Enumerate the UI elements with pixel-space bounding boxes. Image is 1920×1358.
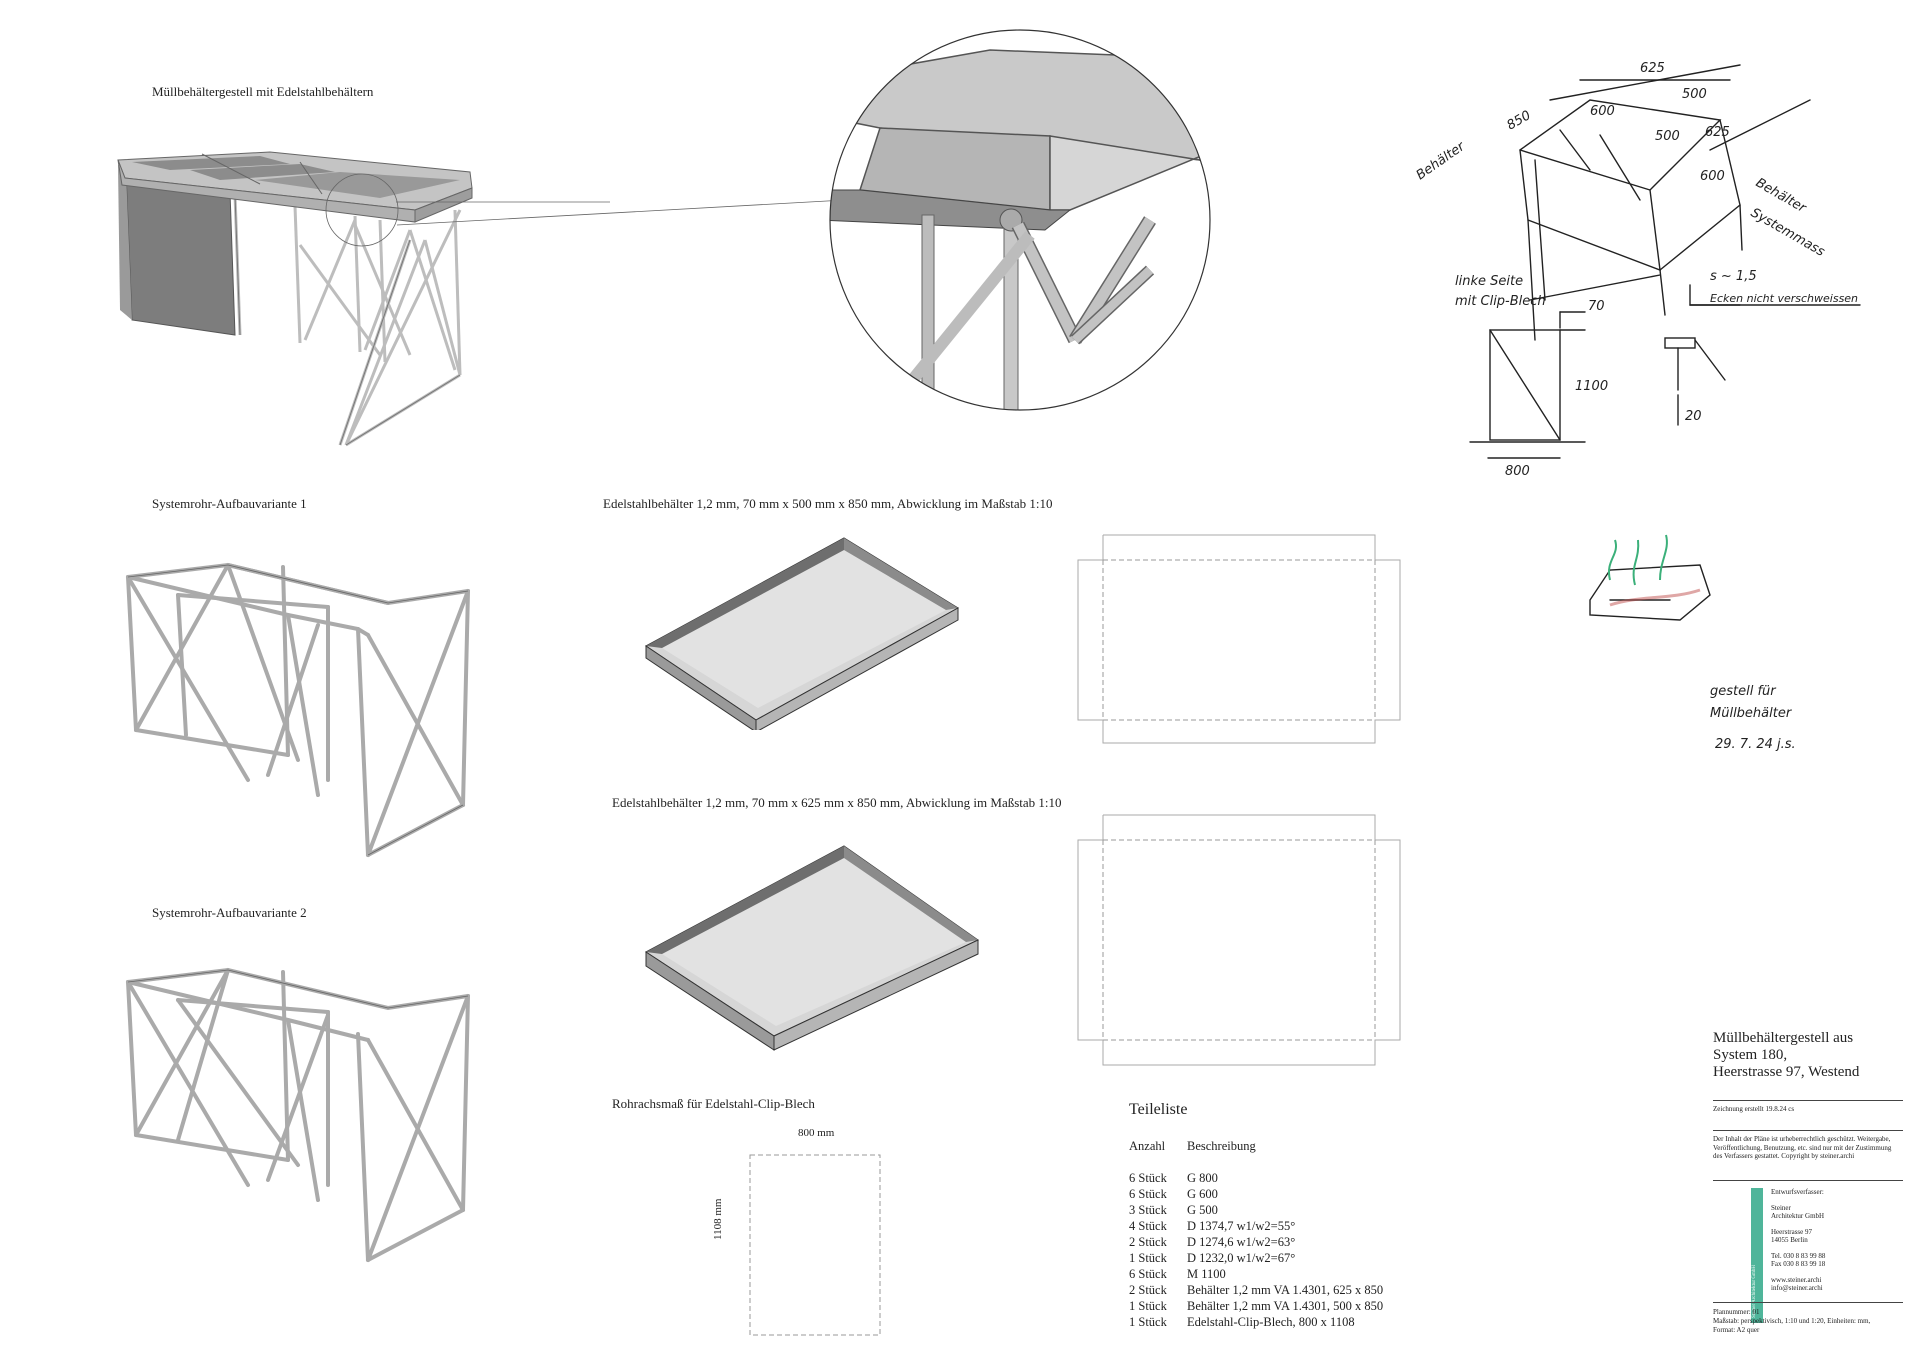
sketch-dim: 800	[1505, 464, 1530, 479]
address-line-1: Heerstrasse 97	[1771, 1228, 1813, 1236]
parts-row: 1 Stück Edelstahl-Clip-Blech, 800 x 1108	[1129, 1314, 1383, 1330]
sketch-dim: 600	[1590, 104, 1615, 119]
parts-qty: 2 Stück	[1129, 1235, 1167, 1249]
sketch-dim: 20	[1685, 409, 1702, 424]
parts-header: Anzahl Beschreibung	[1129, 1138, 1383, 1154]
title-divider	[1713, 1302, 1903, 1303]
title-line-2: System 180,	[1713, 1047, 1788, 1063]
parts-row: 2 Stück Behälter 1,2 mm VA 1.4301, 625 x …	[1129, 1282, 1383, 1298]
sketch-note: Systemmass	[1748, 205, 1827, 259]
parts-row: 6 Stück G 600	[1129, 1186, 1383, 1202]
sketch-note: gestell für	[1710, 684, 1777, 699]
parts-qty: 6 Stück	[1129, 1267, 1167, 1281]
parts-row: 6 Stück M 1100	[1129, 1266, 1383, 1282]
scale-note: Maßstab: perspektivisch, 1:10 und 1:20, …	[1713, 1317, 1871, 1325]
copyright-note: Der Inhalt der Pläne ist urheberrechtlic…	[1713, 1135, 1892, 1160]
parts-row: 4 Stück D 1374,7 w1/w2=55°	[1129, 1218, 1383, 1234]
sketch-note: s ~ 1,5	[1710, 269, 1757, 284]
company-logo: Steiner Architektur GmbH	[1751, 1188, 1763, 1323]
title-block: Müllbehältergestell aus System 180, Heer…	[1713, 1030, 1903, 1350]
parts-row: 1 Stück Behälter 1,2 mm VA 1.4301, 500 x …	[1129, 1298, 1383, 1314]
parts-qty: 6 Stück	[1129, 1171, 1167, 1185]
caption-variant-1: Systemrohr-Aufbauvariante 1	[152, 496, 307, 511]
parts-row: 3 Stück G 500	[1129, 1202, 1383, 1218]
parts-qty: 2 Stück	[1129, 1283, 1167, 1297]
email: info@steiner.archi	[1771, 1284, 1823, 1292]
parts-desc: Behälter 1,2 mm VA 1.4301, 500 x 850	[1187, 1299, 1384, 1313]
main-render	[117, 151, 610, 447]
parts-qty: 3 Stück	[1129, 1203, 1167, 1217]
sketch-note: 29. 7. 24 j.s.	[1715, 737, 1796, 752]
company-name-1: Steiner	[1771, 1204, 1791, 1212]
address-line-2: 14055 Berlin	[1771, 1236, 1808, 1244]
fax: Fax 030 8 83 99 18	[1771, 1260, 1826, 1268]
parts-desc: G 500	[1187, 1203, 1218, 1217]
parts-desc: G 600	[1187, 1187, 1218, 1201]
parts-header-desc: Beschreibung	[1187, 1139, 1256, 1153]
sketch-note: Behälter	[1414, 138, 1469, 183]
sketch-note: mit Clip-Blech	[1455, 294, 1546, 309]
author-label: Entwurfsverfasser:	[1771, 1188, 1824, 1196]
parts-header-qty: Anzahl	[1129, 1139, 1166, 1153]
format-note: Format: A2 quer	[1713, 1326, 1760, 1334]
parts-desc: Edelstahl-Clip-Blech, 800 x 1108	[1187, 1315, 1355, 1329]
parts-desc: G 800	[1187, 1171, 1218, 1185]
phone: Tel. 030 8 83 99 88	[1771, 1252, 1826, 1260]
caption-tray-500: Edelstahlbehälter 1,2 mm, 70 mm x 500 mm…	[603, 496, 1053, 511]
parts-row: 6 Stück G 800	[1129, 1170, 1383, 1186]
company-name-2: Architektur GmbH	[1771, 1212, 1825, 1220]
sketch-dim: 1100	[1575, 379, 1608, 394]
sketch-dim: 625	[1640, 61, 1665, 76]
parts-qty: 6 Stück	[1129, 1187, 1167, 1201]
caption-variant-2: Systemrohr-Aufbauvariante 2	[152, 905, 307, 920]
sketch-note: Müllbehälter	[1710, 706, 1793, 721]
sketch-dim: 500	[1655, 129, 1680, 144]
title-line-3: Heerstrasse 97, Westend	[1713, 1064, 1860, 1080]
tray-500-render	[645, 537, 959, 730]
caption-clip: Rohrachsmaß für Edelstahl-Clip-Blech	[612, 1096, 815, 1111]
sketch-dim: 500	[1682, 87, 1707, 102]
clip-width-label: 800 mm	[798, 1127, 835, 1139]
parts-desc: D 1374,7 w1/w2=55°	[1187, 1219, 1296, 1233]
parts-qty: 1 Stück	[1129, 1251, 1167, 1265]
sketch-dim: 600	[1700, 169, 1725, 184]
parts-qty: 4 Stück	[1129, 1219, 1167, 1233]
parts-desc: Behälter 1,2 mm VA 1.4301, 625 x 850	[1187, 1283, 1384, 1297]
tray-625-render	[645, 845, 979, 1051]
parts-row: 1 Stück D 1232,0 w1/w2=67°	[1129, 1250, 1383, 1266]
title-line-1: Müllbehältergestell aus	[1713, 1030, 1854, 1046]
website: www.steiner.archi	[1771, 1276, 1822, 1284]
sketch-note: Ecken nicht verschweissen	[1710, 292, 1858, 305]
title-divider	[1713, 1180, 1903, 1181]
parts-row: 2 Stück D 1274,6 w1/w2=63°	[1129, 1234, 1383, 1250]
caption-tray-625: Edelstahlbehälter 1,2 mm, 70 mm x 625 mm…	[612, 795, 1062, 810]
title-divider	[1713, 1100, 1903, 1101]
parts-qty: 1 Stück	[1129, 1299, 1167, 1313]
title-divider	[1713, 1130, 1903, 1131]
parts-desc: D 1274,6 w1/w2=63°	[1187, 1235, 1296, 1249]
parts-desc: D 1232,0 w1/w2=67°	[1187, 1251, 1296, 1265]
sketch-note: linke Seite	[1455, 274, 1523, 289]
caption-main: Müllbehältergestell mit Edelstahlbehälte…	[152, 84, 374, 99]
variant-1-frame	[126, 562, 470, 857]
created-note: Zeichnung erstellt 19.8.24 cs	[1713, 1105, 1795, 1113]
hand-sketch: 850 625 500 625 600 500 600 70 1100 800 …	[1414, 61, 1861, 752]
plan-number: Plannummer: 01	[1713, 1308, 1760, 1316]
variant-2-frame	[126, 967, 470, 1262]
sketch-dim: 850	[1505, 108, 1534, 133]
sketch-dim: 625	[1705, 125, 1730, 140]
clip-height-label: 1108 mm	[712, 1198, 724, 1240]
sketch-dim: 70	[1588, 299, 1605, 314]
parts-desc: M 1100	[1187, 1267, 1226, 1281]
parts-qty: 1 Stück	[1129, 1315, 1167, 1329]
detail-magnifier	[829, 29, 1211, 411]
parts-title: Teileliste	[1129, 1101, 1188, 1118]
